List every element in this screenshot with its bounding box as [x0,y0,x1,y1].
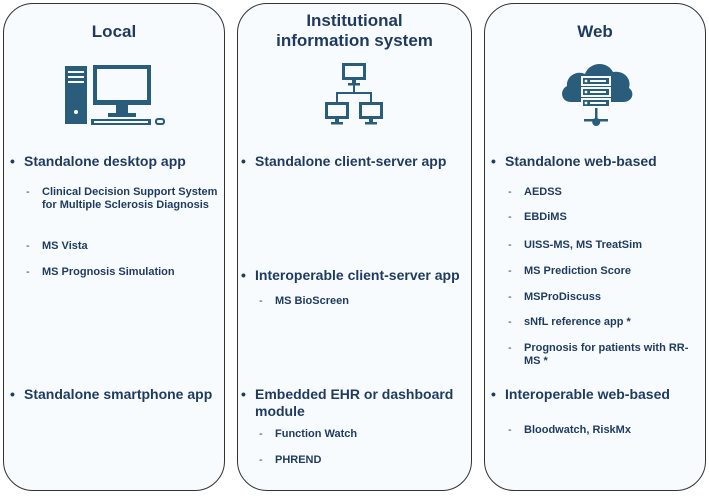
item-label: PHREND [275,454,322,466]
section-interoperable-client-server-app: • Interoperable client-server app [241,267,481,284]
section-standalone-smartphone-app: • Standalone smartphone app [10,386,234,403]
section-label: Standalone smartphone app [24,386,213,402]
item-label: UISS-MS, MS TreatSim [524,239,642,251]
bullet-marker: • [491,153,496,169]
list-item-ms-prognosis-simulation: - MS Prognosis Simulation [26,266,232,279]
section-label: Embedded EHR or dashboard module [255,386,454,419]
desktop-computer-icon [64,62,169,131]
title-line-2: information system [276,31,433,50]
dash-marker: - [26,266,30,278]
item-label: Function Watch [275,428,358,440]
dash-marker: - [508,316,512,328]
section-standalone-client-server-app: • Standalone client-server app [241,153,481,170]
bullet-marker: • [491,386,496,402]
item-label: sNfL reference app * [524,316,631,328]
dash-marker: - [259,454,263,466]
cloud-server-icon [557,56,635,137]
item-label: Clinical Decision Support System for Mul… [42,186,218,211]
dash-marker: - [508,211,512,223]
section-embedded-ehr-dashboard-module: • Embedded EHR or dashboard module [241,386,481,420]
bullet-marker: • [241,153,246,169]
list-item-ms-bioscreen: - MS BioScreen [259,295,475,308]
institutional-title: Institutional information system [238,11,471,51]
item-label: MSProDiscuss [524,291,602,303]
section-label: Interoperable web-based [505,386,670,402]
item-label: AEDSS [524,186,562,198]
dash-marker: - [508,424,512,436]
local-title: Local [91,22,137,41]
section-interoperable-web-based: • Interoperable web-based [491,386,709,403]
web-panel: Web • Standalone web-based - [484,3,706,491]
dash-marker: - [508,239,512,251]
list-item-snfl-reference-app: - sNfL reference app * [508,316,709,329]
local-panel: Local • Standalone desktop app - Clinica… [3,3,225,491]
item-label: Prognosis for patients with RR-MS * [524,342,689,367]
section-label: Standalone web-based [505,153,657,169]
dash-marker: - [259,295,263,307]
list-item-function-watch: - Function Watch [259,428,475,441]
list-item-bloodwatch-riskmx: - Bloodwatch, RiskMx [508,424,709,437]
network-computers-icon [323,62,385,137]
item-label: MS Prognosis Simulation [42,266,175,278]
bullet-marker: • [241,267,246,283]
list-item-msprodiscuss: - MSProDiscuss [508,291,709,304]
item-label: EBDiMS [524,211,567,223]
dash-marker: - [508,291,512,303]
section-standalone-desktop-app: • Standalone desktop app [10,153,234,170]
item-label: MS BioScreen [275,295,349,307]
bullet-marker: • [10,386,15,402]
bullet-marker: • [241,386,246,402]
section-label: Standalone client-server app [255,153,447,169]
section-label: Standalone desktop app [24,153,186,169]
dash-marker: - [508,186,512,198]
list-item-cds-ms-diagnosis: - Clinical Decision Support System for M… [26,186,232,212]
dash-marker: - [508,342,512,354]
web-title: Web [577,22,613,41]
list-item-uiss-ms-treatsim: - UISS-MS, MS TreatSim [508,239,709,252]
bullet-marker: • [10,153,15,169]
list-item-phrend: - PHREND [259,454,475,467]
dash-marker: - [259,428,263,440]
list-item-aedss: - AEDSS [508,186,709,199]
list-item-prognosis-rr-ms: - Prognosis for patients with RR-MS * [508,342,702,368]
item-label: MS Prediction Score [524,265,631,277]
item-label: MS Vista [42,240,88,252]
list-item-ms-prediction-score: - MS Prediction Score [508,265,709,278]
dash-marker: - [26,240,30,252]
institutional-panel: Institutional information system [237,3,472,491]
section-standalone-web-based: • Standalone web-based [491,153,709,170]
dash-marker: - [26,186,30,198]
item-label: Bloodwatch, RiskMx [524,424,631,436]
section-label: Interoperable client-server app [255,267,460,283]
list-item-ms-vista: - MS Vista [26,240,232,253]
title-line-1: Institutional [306,11,403,30]
dash-marker: - [508,265,512,277]
list-item-ebdims: - EBDiMS [508,211,709,224]
